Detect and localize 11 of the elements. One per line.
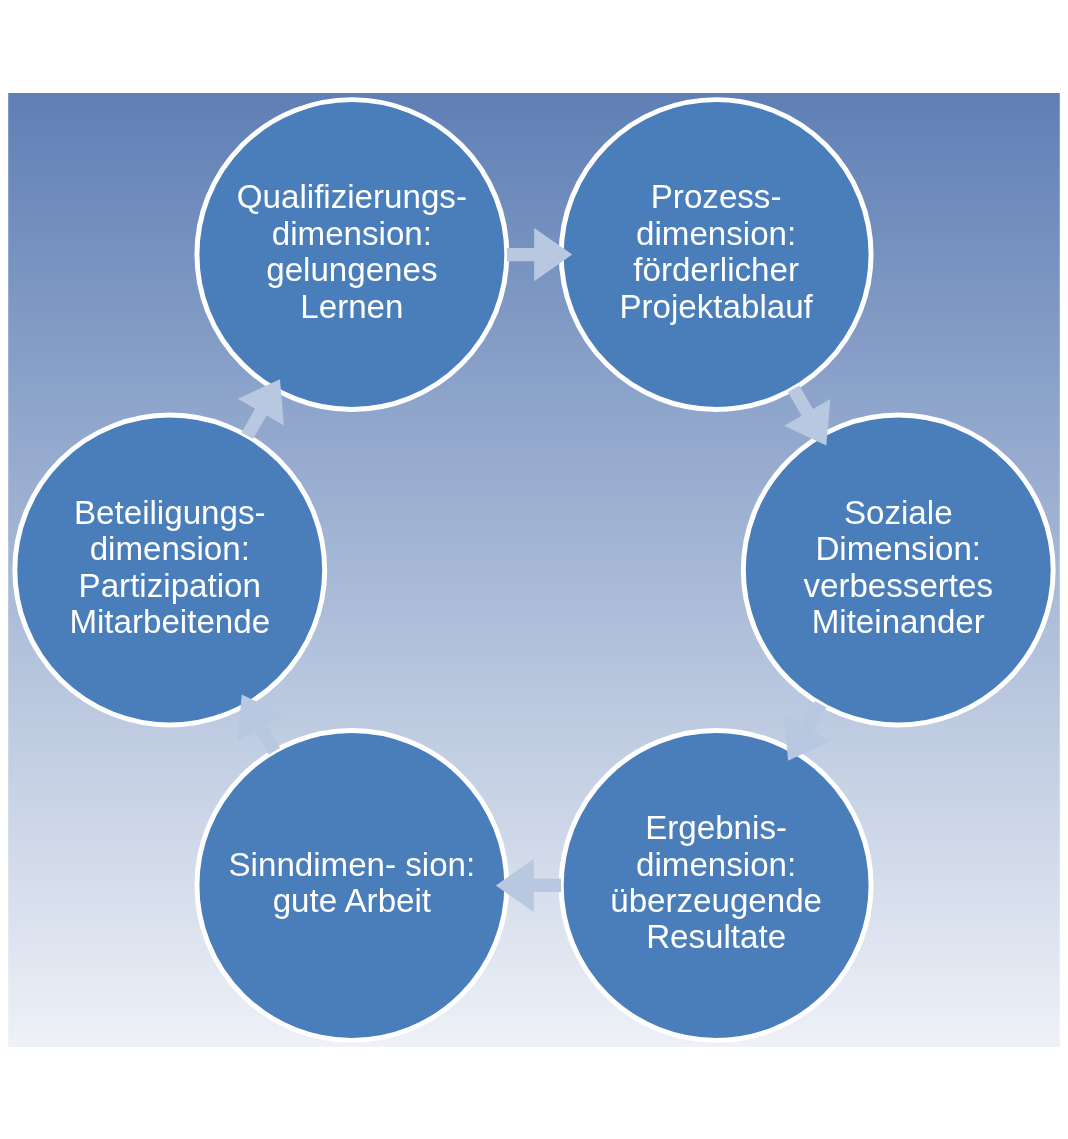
arrow — [784, 700, 831, 761]
arrow — [495, 858, 562, 912]
arrow — [237, 378, 284, 439]
node-circle: Ergebnis- dimension: überzeugende Resultate — [558, 727, 874, 1043]
node-circle: Soziale Dimension: verbessertes Miteinander — [740, 412, 1056, 727]
node-circle: Beteiligungs- dimension: Partizipation Mitarbeitende — [12, 412, 328, 727]
node-circle: Sinndimen- sion: gute Arbeit — [194, 727, 510, 1043]
arrow — [784, 384, 831, 445]
node-circle: Prozess- dimension: förderlicher Projektablauf — [558, 96, 874, 412]
node-circle: Qualifizierungs- dimension: gelungenes Lernen — [194, 96, 510, 412]
arrow — [506, 227, 573, 281]
